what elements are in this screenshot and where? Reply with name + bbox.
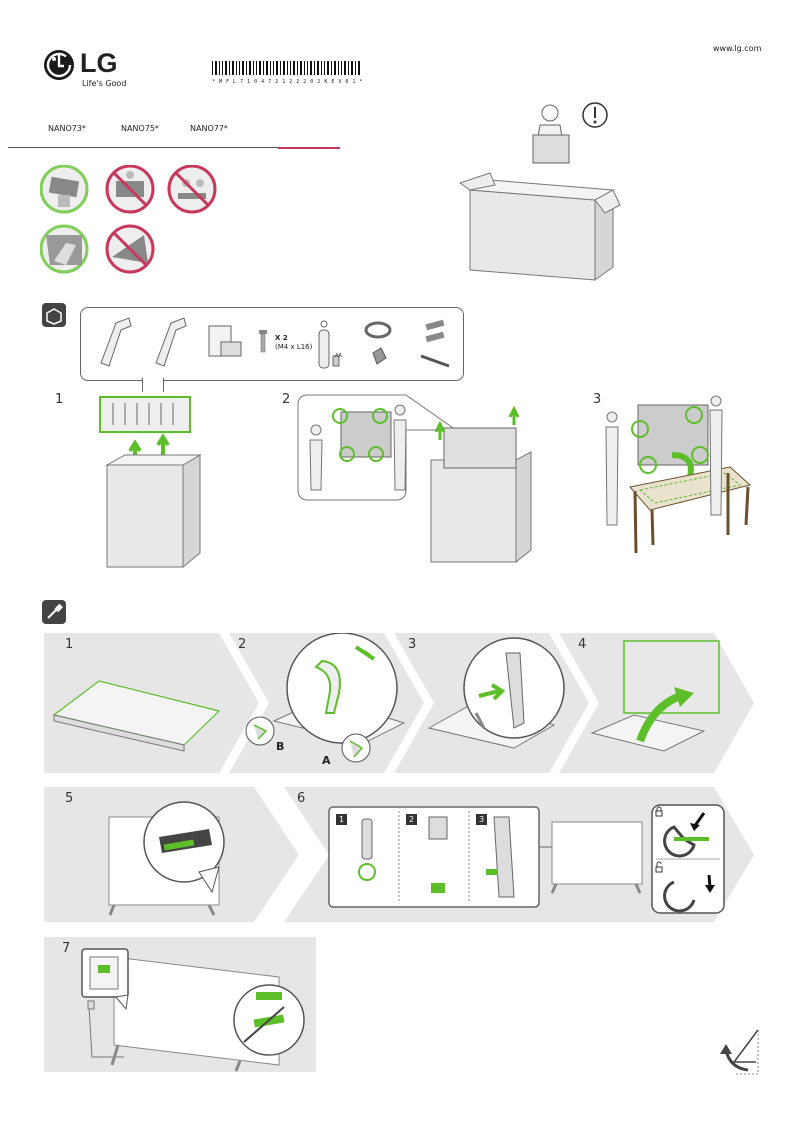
handling-icons <box>40 165 217 274</box>
unpack-step-1: 1 <box>55 392 64 407</box>
assembly-step-4: 4 <box>578 637 587 652</box>
parts-panel-pointer <box>142 378 164 392</box>
lg-logo: LG Life's Good <box>42 48 142 92</box>
stand-label-b: B <box>276 740 285 753</box>
assembly-4-drawing <box>590 640 720 752</box>
assembly-2-drawing <box>245 633 406 763</box>
assembly-row-3 <box>44 937 316 1072</box>
parts-panel: X 2 (M4 x L16) AA <box>80 307 464 381</box>
logo-tagline: Life's Good <box>82 79 127 88</box>
logo-text: LG <box>80 48 118 78</box>
screw-qty: X 2 <box>275 334 288 342</box>
parts-icon <box>42 303 66 327</box>
stand-leg-a-icon <box>100 317 132 367</box>
battery-label: AA <box>335 353 342 359</box>
no-lay-flat-icon <box>167 165 217 214</box>
unlock-icon <box>655 861 663 873</box>
page-turn-icon <box>720 1029 759 1075</box>
assembly-step-2: 2 <box>238 637 247 652</box>
cable-step-1-badge: 1 <box>336 814 347 825</box>
screw-icon <box>259 330 267 353</box>
parts-drawings <box>100 317 450 369</box>
cable-clip-icon <box>420 319 450 368</box>
ok-carry-icon <box>40 165 89 214</box>
unpack-step-1-illustration <box>99 396 202 569</box>
model-3: NANO77* <box>190 124 228 133</box>
unpack-step-2-illustration <box>297 394 532 564</box>
assembly-7-drawing <box>81 948 305 1072</box>
cable-step-2-badge: 2 <box>406 814 417 825</box>
assembly-6-drawing <box>328 804 725 914</box>
assembly-row-2 <box>44 787 754 922</box>
cable-holder-icon <box>364 321 392 365</box>
no-press-screen-icon <box>105 224 155 274</box>
box-open-icon <box>46 308 62 325</box>
assembly-1-drawing <box>52 680 221 752</box>
lg-logo-mark <box>44 50 74 80</box>
assembly-step-5: 5 <box>65 791 74 806</box>
assembly-step-3: 3 <box>408 637 417 652</box>
barcode-text: * M F L 7 1 0 4 7 2 1 2 2 2 0 2 K E V 0 … <box>212 79 363 85</box>
remote-icon <box>318 320 340 369</box>
assembly-step-6: 6 <box>297 791 306 806</box>
barcode-bars <box>212 61 360 75</box>
header-rule-accent <box>278 147 340 149</box>
unpack-step-3-illustration <box>605 395 752 554</box>
ok-grip-icon <box>40 224 89 274</box>
no-hold-face-icon <box>105 165 155 214</box>
lock-icon <box>655 806 663 817</box>
manual-icon <box>208 325 242 357</box>
model-1: NANO73* <box>48 124 86 133</box>
unpack-step-3: 3 <box>593 392 602 407</box>
warning-icon <box>582 102 608 128</box>
screwdriver-icon <box>47 603 63 619</box>
unpack-step-2: 2 <box>282 392 291 407</box>
website-link[interactable]: www.lg.com <box>713 44 762 53</box>
screw-spec: (M4 x L16) <box>275 343 313 351</box>
model-2: NANO75* <box>121 124 159 133</box>
unboxing-illustration <box>458 102 621 281</box>
stand-label-a: A <box>322 754 331 767</box>
stand-leg-b-icon <box>155 317 187 367</box>
assembly-5-drawing <box>108 801 225 916</box>
header-rule <box>8 147 278 148</box>
assembly-3-drawing <box>427 637 565 749</box>
cable-step-3-badge: 3 <box>476 814 487 825</box>
assembly-step-1: 1 <box>65 637 74 652</box>
assembly-row-1 <box>44 633 754 773</box>
barcode: * M F L 7 1 0 4 7 2 1 2 2 2 0 2 K E V 0 … <box>212 60 363 85</box>
tool-icon <box>42 600 66 624</box>
assembly-step-7: 7 <box>62 941 71 956</box>
